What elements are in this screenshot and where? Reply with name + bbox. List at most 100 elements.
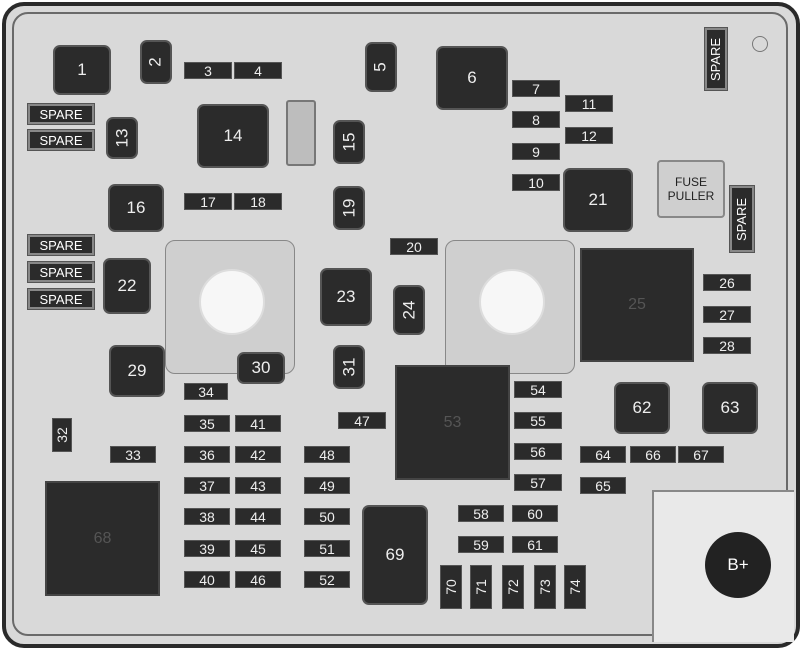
component-label: 25 [628,296,646,313]
component-label: 17 [200,193,216,210]
component-label: 26 [719,274,735,291]
spare-fuse: SPARE [27,129,95,151]
component-label: SPARE [734,197,750,241]
spare-fuse: SPARE [27,288,95,310]
component-label: 47 [354,412,370,429]
fuse-34: 34 [184,383,228,400]
component-label: 28 [719,337,735,354]
fuse-49: 49 [304,477,350,494]
component-label: SPARE [708,37,724,81]
fuse-38: 38 [184,508,230,525]
component-label: 65 [595,477,611,494]
fuse-7: 7 [512,80,560,97]
spare-fuse: SPARE [27,103,95,125]
component-label: 54 [530,381,546,398]
fuse-36: 36 [184,446,230,463]
fuse-8: 8 [512,111,560,128]
relay-13: 13 [106,117,138,159]
fuse-26: 26 [703,274,751,291]
stud-bolt-icon [479,269,545,335]
fuse-27: 27 [703,306,751,323]
component-label: 43 [250,477,266,494]
component-label: 6 [467,68,477,87]
component-label: 30 [251,358,271,377]
component-label: 36 [199,446,215,463]
component-label: 71 [472,579,489,595]
spare-fuse: SPARE [704,27,728,91]
component-label: 51 [319,540,335,557]
component-label: 10 [528,174,544,191]
component-label: 14 [223,126,243,145]
component-label: 27 [719,306,735,323]
relay-63: 63 [702,382,758,434]
fuse-44: 44 [235,508,281,525]
fuse-12: 12 [565,127,613,144]
component-label: 53 [443,413,462,431]
component-label: 3 [204,62,212,79]
fuse-10: 10 [512,174,560,191]
relay-16: 16 [108,184,164,232]
fuse-45: 45 [235,540,281,557]
fuse-54: 54 [514,381,562,398]
component-label: 23 [336,287,356,306]
component-label: 69 [385,545,405,564]
component-label: 41 [250,415,266,432]
component-label: 55 [530,412,546,429]
component-label: 73 [536,579,553,595]
component-label: 67 [693,446,709,463]
relay-2: 2 [140,40,172,84]
component-label: 18 [250,193,266,210]
component-label: 31 [338,357,358,377]
fuse-64: 64 [580,446,626,463]
component-label: 56 [530,443,546,460]
component-label: 58 [473,505,489,522]
fuse-32: 32 [52,418,72,452]
component-label: 19 [338,198,358,218]
fuse-37: 37 [184,477,230,494]
fuse-56: 56 [514,443,562,460]
fuse-50: 50 [304,508,350,525]
relay-21: 21 [563,168,633,232]
fuse-60: 60 [512,505,558,522]
component-label: 2 [146,57,165,67]
component-label: SPARE [39,132,83,148]
component-label: 34 [198,383,214,400]
fuse-puller-label-line1: FUSE [674,175,707,189]
relay-14: 14 [197,104,269,168]
fuse-20: 20 [390,238,438,255]
fuse-3: 3 [184,62,232,79]
fuse-40: 40 [184,571,230,588]
component-label: SPARE [39,264,83,280]
relay-68: 68 [45,481,160,596]
component-label: 21 [588,190,608,209]
fuse-67: 67 [678,446,724,463]
component-label: 5 [371,62,390,72]
fuse-71: 71 [470,565,492,609]
component-label: 44 [250,508,266,525]
component-label: SPARE [39,106,83,122]
fuse-holder-cartridge [286,100,316,166]
relay-24: 24 [393,285,425,335]
mounting-hole [752,36,768,52]
component-label: 15 [338,132,358,152]
fuse-28: 28 [703,337,751,354]
component-label: 52 [319,571,335,588]
component-label: 38 [199,508,215,525]
fuse-73: 73 [534,565,556,609]
fuse-51: 51 [304,540,350,557]
fuse-74: 74 [564,565,586,609]
component-label: 33 [125,446,141,463]
fuse-18: 18 [234,193,282,210]
fuse-box-inner-rim [12,12,788,636]
component-label: 45 [250,540,266,557]
component-label: 37 [199,477,215,494]
component-label: 59 [473,536,489,553]
fuse-57: 57 [514,474,562,491]
component-label: 9 [532,143,540,160]
fuse-39: 39 [184,540,230,557]
component-label: 16 [126,198,146,217]
fuse-47: 47 [338,412,386,429]
fuse-61: 61 [512,536,558,553]
component-label: 20 [406,238,422,255]
component-label: 60 [527,505,543,522]
